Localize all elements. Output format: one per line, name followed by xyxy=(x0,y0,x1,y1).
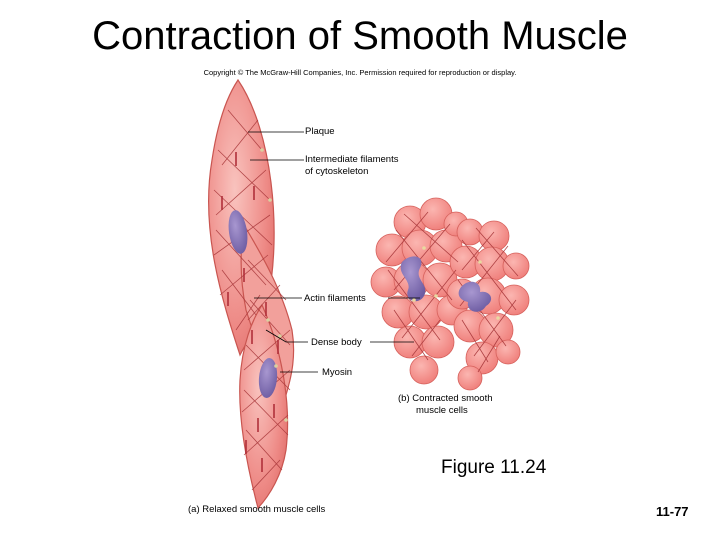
label-intermediate-filaments: Intermediate filaments of cytoskeleton xyxy=(305,154,398,178)
label-plaque: Plaque xyxy=(305,126,335,138)
label-contracted-line2: muscle cells xyxy=(398,405,493,417)
label-contracted-cells: (b) Contracted smooth muscle cells xyxy=(398,393,493,417)
label-myosin: Myosin xyxy=(322,367,352,379)
label-dense-body: Dense body xyxy=(311,337,362,349)
contracted-muscle-cells xyxy=(371,198,529,390)
label-contracted-line1: (b) Contracted smooth xyxy=(398,393,493,405)
label-intermediate-line2: of cytoskeleton xyxy=(305,166,398,178)
relaxed-muscle-cells xyxy=(209,80,294,508)
figure-label: Figure 11.24 xyxy=(441,457,546,479)
slide-number: 11-77 xyxy=(656,504,689,519)
label-intermediate-line1: Intermediate filaments xyxy=(305,154,398,166)
label-actin-filaments: Actin filaments xyxy=(304,293,366,305)
label-relaxed-cells: (a) Relaxed smooth muscle cells xyxy=(188,504,325,516)
